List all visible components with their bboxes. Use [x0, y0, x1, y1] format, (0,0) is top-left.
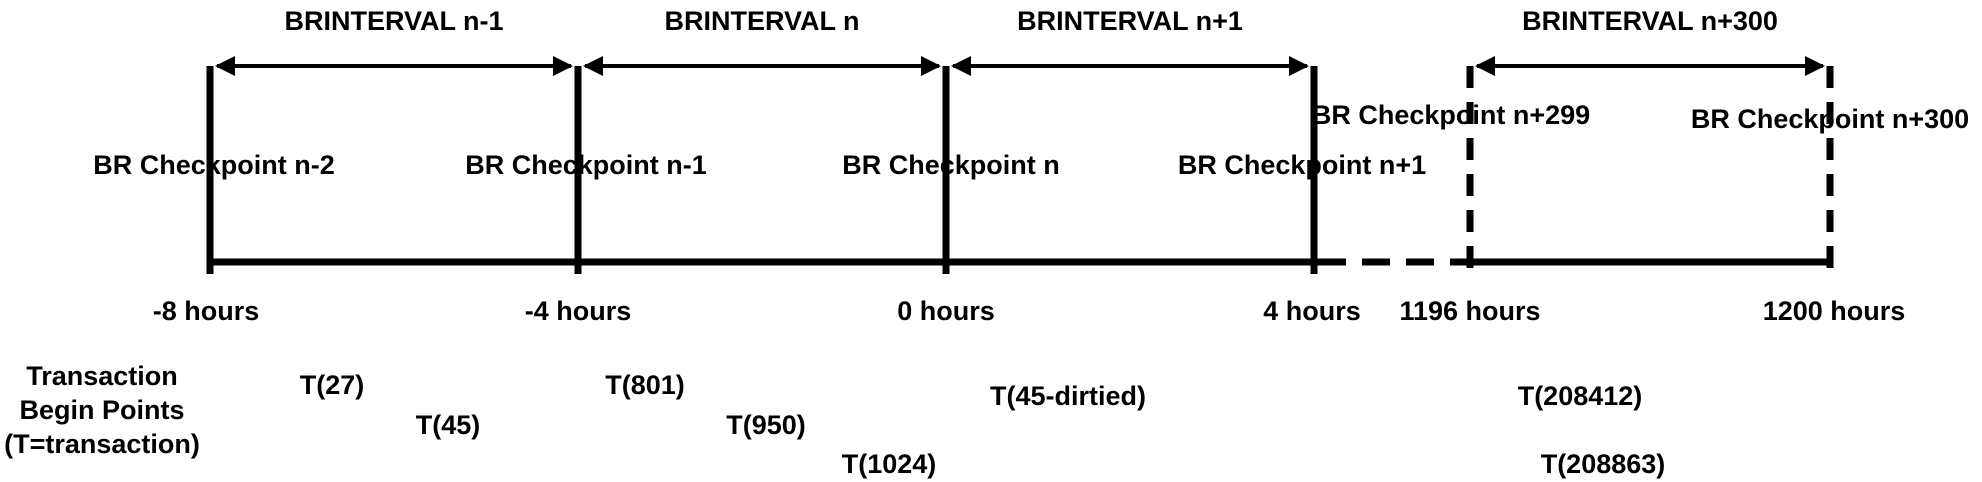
- time-label-4: 4 hours: [1263, 296, 1361, 326]
- checkpoint-label-n+300: BR Checkpoint n+300: [1691, 104, 1969, 134]
- time-label-0: 0 hours: [897, 296, 995, 326]
- checkpoint-label-n+1: BR Checkpoint n+1: [1178, 150, 1426, 180]
- transaction-label: T(45): [416, 410, 481, 440]
- checkpoint-label-n+299: BR Checkpoint n+299: [1312, 100, 1590, 130]
- legend-line-1: Transaction: [26, 361, 178, 391]
- checkpoint-label-n-1: BR Checkpoint n-1: [465, 150, 707, 180]
- time-label-1200: 1200 hours: [1763, 296, 1906, 326]
- time-label-minus-8: -8 hours: [153, 296, 260, 326]
- interval-label-n: BRINTERVAL n: [664, 6, 859, 36]
- legend-line-3: (T=transaction): [4, 429, 200, 459]
- transaction-label: T(1024): [842, 449, 937, 479]
- time-label-1196: 1196 hours: [1399, 296, 1540, 326]
- checkpoint-label-n: BR Checkpoint n: [842, 150, 1060, 180]
- transaction-label: T(801): [605, 370, 685, 400]
- transaction-label: T(208412): [1518, 381, 1643, 411]
- interval-label-n+1: BRINTERVAL n+1: [1017, 6, 1243, 36]
- transaction-label: T(950): [726, 410, 806, 440]
- interval-label-n-1: BRINTERVAL n-1: [284, 6, 503, 36]
- legend-line-2: Begin Points: [19, 395, 184, 425]
- transaction-label: T(45-dirtied): [990, 381, 1146, 411]
- transaction-label: T(27): [300, 370, 365, 400]
- time-label-minus-4: -4 hours: [525, 296, 632, 326]
- transaction-label: T(208863): [1541, 449, 1666, 479]
- interval-label-n+300: BRINTERVAL n+300: [1522, 6, 1778, 36]
- checkpoint-label-n-2: BR Checkpoint n-2: [93, 150, 335, 180]
